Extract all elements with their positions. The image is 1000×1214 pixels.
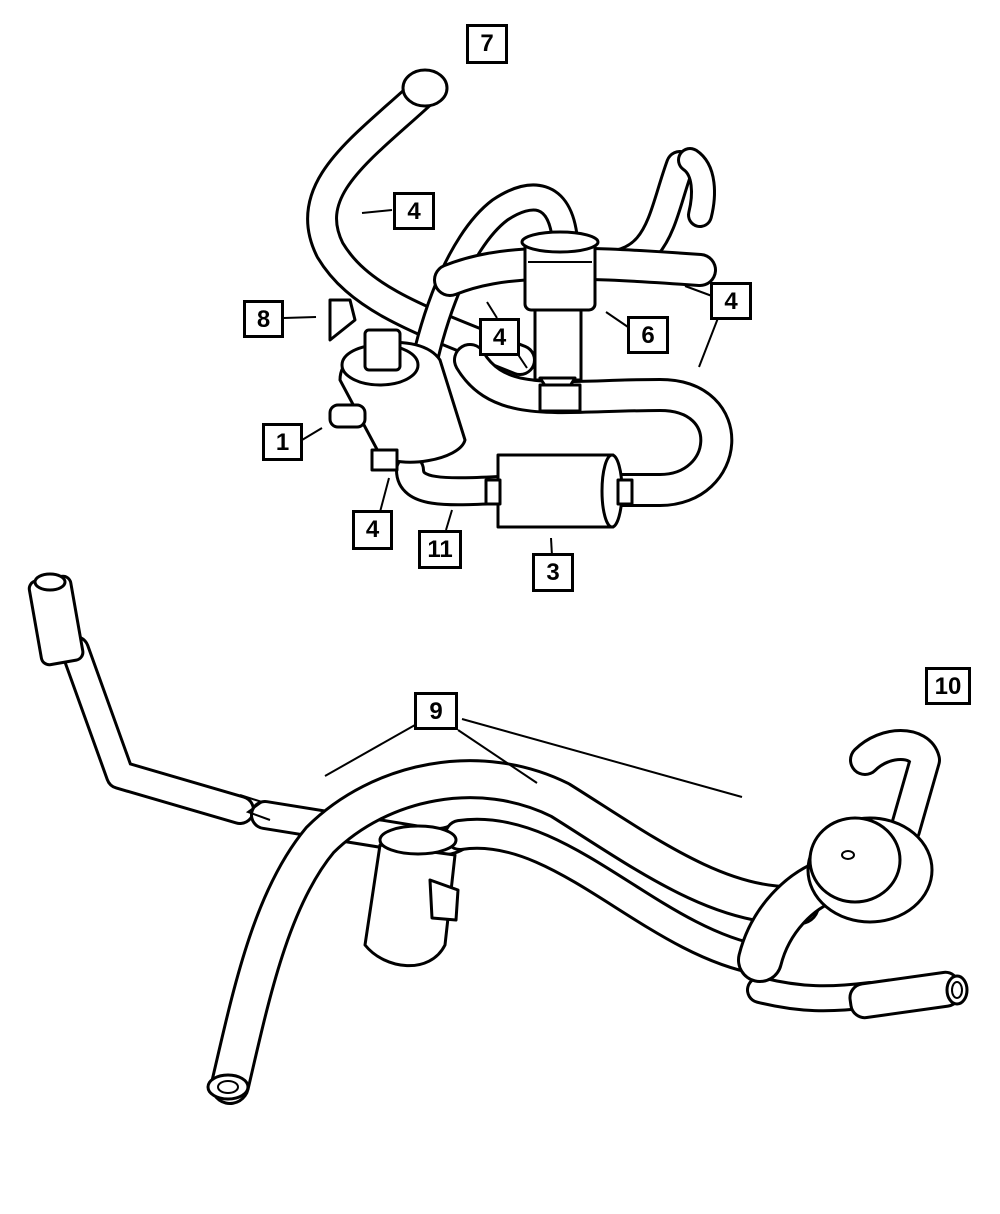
callout-3: 3: [532, 553, 574, 592]
rollover-valve: [363, 824, 460, 968]
callout-8: 8: [243, 300, 284, 338]
upper-assembly: [283, 68, 734, 557]
pump-1: [328, 298, 467, 472]
callout-9: 9: [414, 692, 458, 730]
callout-7: 7: [466, 24, 508, 64]
callout-4-right: 4: [710, 282, 752, 320]
lower-assembly: [27, 572, 969, 1105]
callout-4-lower: 4: [352, 510, 393, 550]
tee-connector: [538, 383, 582, 413]
hose-9-second: [444, 817, 776, 976]
hose-9-lower: [746, 970, 969, 1020]
callout-10: 10: [925, 667, 971, 705]
callout-6: 6: [627, 316, 669, 354]
callout-4-upper: 4: [393, 192, 435, 230]
filler-neck-10: [737, 729, 941, 983]
lower-leader-lines: [324, 718, 743, 798]
filter-3: [484, 453, 634, 529]
callout-4-center: 4: [479, 318, 520, 356]
hose-9-main: [206, 759, 820, 1105]
callout-1: 1: [262, 423, 303, 461]
callout-11: 11: [418, 530, 462, 569]
